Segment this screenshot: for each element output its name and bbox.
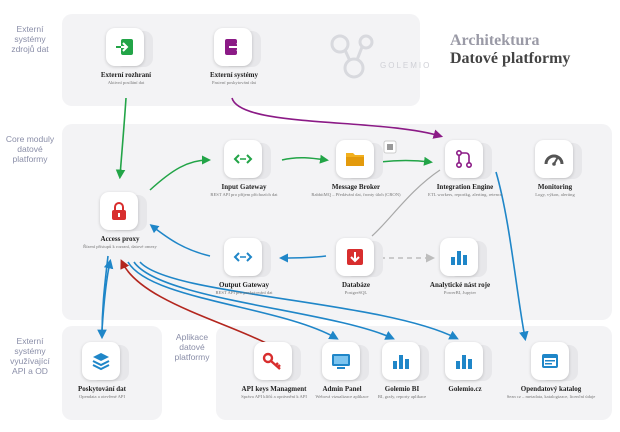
node-subtitle: Webová vizualizace aplikace xyxy=(315,394,369,399)
bar-chart-icon xyxy=(451,251,467,265)
node-subtitle: Logy, výkon, alerting xyxy=(535,192,575,197)
cron-badge-icon xyxy=(383,140,397,154)
section-label-external-sources: Externí systémy zdrojů dat xyxy=(11,24,49,54)
node-external-systems[interactable]: Externí systémy Pasivní poskytování dat xyxy=(169,28,299,86)
node-title: Opendatový katalog xyxy=(520,385,582,393)
node-title: Golemio BI xyxy=(384,385,420,393)
node-integration-engine[interactable]: Integration Engine ETL workers, reportkg… xyxy=(400,140,530,198)
node-title: Golemio.cz xyxy=(448,385,482,393)
node-opendata-catalog[interactable]: Opendatový katalog Sezn cz – metadata, k… xyxy=(486,342,616,400)
section-label-applications: Aplikace datové platformy xyxy=(174,332,210,362)
node-data-provision[interactable]: Poskytování dat Opendata a otevřené API xyxy=(37,342,167,400)
node-subtitle: Aktivní posílání dat xyxy=(107,80,145,85)
node-title: Message Broker xyxy=(331,183,381,191)
node-subtitle: BI, grafy, reporty aplikace xyxy=(377,394,427,399)
node-subtitle: ETL workers, reportkg, alerting, retence xyxy=(428,192,502,197)
node-title: Output Gateway xyxy=(219,281,269,289)
node-golemio-cz[interactable]: Golemio.cz xyxy=(400,342,530,394)
node-title: Externí systémy xyxy=(209,71,259,79)
node-input-gateway[interactable]: Input Gateway REST API pro příjem přícho… xyxy=(179,140,309,198)
node-message-broker[interactable]: Message Broker RabbitMQ – Předávání dat,… xyxy=(291,140,421,198)
node-subtitle: Pasivní poskytování dat xyxy=(212,80,256,85)
gauge-icon xyxy=(544,154,564,166)
node-subtitle: REST API pro příjem příchozích dat xyxy=(210,192,278,197)
node-database[interactable]: Databáze PostgreSQL xyxy=(291,238,421,296)
bar-chart-icon xyxy=(456,355,472,369)
node-golemio-bi[interactable]: Golemio BI BI, grafy, reporty aplikace xyxy=(337,342,467,400)
node-api-keys-management[interactable]: API keys Managment Správa API klíčů a op… xyxy=(209,342,339,400)
golemio-logo-icon xyxy=(330,34,374,79)
node-admin-panel[interactable]: Admin Panel Webová vizualizace aplikace xyxy=(277,342,407,400)
node-subtitle: Opendata a otevřené API xyxy=(78,394,126,399)
lock-icon xyxy=(112,202,126,220)
node-monitoring[interactable]: Monitoring Logy, výkon, alerting xyxy=(490,140,620,198)
folder-icon xyxy=(346,153,364,166)
layers-icon xyxy=(92,353,110,371)
monitor-icon xyxy=(332,354,350,369)
merge-icon xyxy=(455,149,473,169)
node-output-gateway[interactable]: Output Gateway REST API pro poskytování … xyxy=(179,238,309,296)
node-subtitle: REST API pro poskytování dat xyxy=(215,290,273,295)
node-external-interface[interactable]: Externí rozhraní Aktivní posílání dat xyxy=(61,28,191,86)
page-title-line2: Datové platformy xyxy=(450,50,571,67)
key-icon xyxy=(262,352,281,370)
node-subtitle: Sezn cz – metadata, katalogizace, licenč… xyxy=(506,394,596,399)
node-subtitle: PowerBI, Jupyter xyxy=(443,290,477,295)
browser-icon xyxy=(542,354,558,368)
logout-icon xyxy=(225,39,243,55)
node-title: Databáze xyxy=(342,281,370,289)
node-title: Integration Engine xyxy=(436,183,494,191)
node-title: Access proxy xyxy=(100,235,140,243)
node-subtitle: Správa API klíčů a oprávnění k API xyxy=(241,394,307,399)
node-title: Externí rozhraní xyxy=(100,71,152,79)
login-icon xyxy=(116,39,133,55)
download-icon xyxy=(347,249,363,265)
node-access-proxy[interactable]: Access proxy Řízení přístupů k rozraní, … xyxy=(55,192,185,250)
node-subtitle: RabbitMQ – Předávání dat, fronty úloh (C… xyxy=(311,192,401,197)
brand-name: GOLEMIO xyxy=(380,61,432,70)
code-icon xyxy=(233,154,253,164)
node-title: API keys Managment xyxy=(241,385,307,393)
bar-chart-icon xyxy=(393,355,409,369)
node-title: Monitoring xyxy=(537,183,573,191)
node-analytics-tools[interactable]: Analytické nást roje PowerBI, Jupyter xyxy=(395,238,525,296)
node-title: Input Gateway xyxy=(221,183,267,191)
page-title-line1: Architektura xyxy=(450,32,540,49)
section-label-external-consumers: Externí systémy využívající API a OD xyxy=(10,336,50,376)
node-subtitle: Řízení přístupů k rozraní, datové omezy xyxy=(83,244,157,249)
section-label-core-modules: Core moduly datové platformy xyxy=(5,134,55,164)
node-subtitle: PostgreSQL xyxy=(344,290,368,295)
node-title: Admin Panel xyxy=(322,385,362,393)
code-icon xyxy=(233,252,253,262)
node-title: Poskytování dat xyxy=(77,385,127,393)
node-title: Analytické nást roje xyxy=(429,281,491,289)
